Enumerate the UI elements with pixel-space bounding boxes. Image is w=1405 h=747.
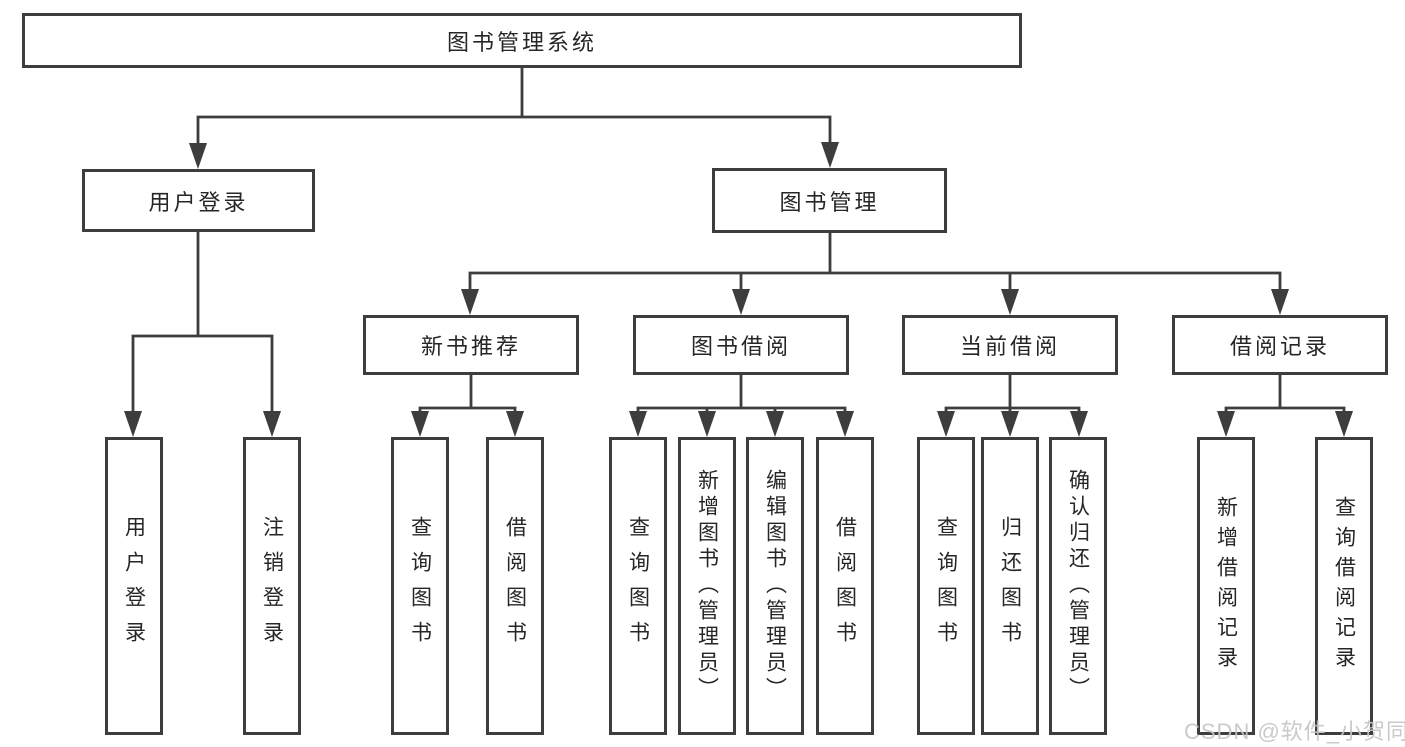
node-book-borrowing: 图书借阅 <box>633 315 849 375</box>
node-query-books-recommend: 查询图书 <box>391 437 449 735</box>
node-user-login: 用户登录 <box>105 437 163 735</box>
node-add-book-admin: 新增图书（管理员） <box>678 437 736 735</box>
node-borrow-books-borrowing: 借阅图书 <box>816 437 874 735</box>
node-current-borrowing: 当前借阅 <box>902 315 1118 375</box>
node-edit-book-admin: 编辑图书（管理员） <box>746 437 804 735</box>
node-confirm-return-admin: 确认归还（管理员） <box>1049 437 1107 735</box>
node-user-login-branch: 用户登录 <box>82 169 315 232</box>
node-return-book: 归还图书 <box>981 437 1039 735</box>
node-book-management: 图书管理 <box>712 168 947 233</box>
node-query-books-current: 查询图书 <box>917 437 975 735</box>
node-library-management-system: 图书管理系统 <box>22 13 1022 68</box>
node-logout: 注销登录 <box>243 437 301 735</box>
node-query-borrow-record: 查询借阅记录 <box>1315 437 1373 735</box>
node-add-borrow-record: 新增借阅记录 <box>1197 437 1255 735</box>
node-borrowing-records: 借阅记录 <box>1172 315 1388 375</box>
watermark: CSDN @软件_小贺同学 <box>1184 719 1405 744</box>
node-borrow-books-recommend: 借阅图书 <box>486 437 544 735</box>
node-new-book-recommendation: 新书推荐 <box>363 315 579 375</box>
node-query-books-borrowing: 查询图书 <box>609 437 667 735</box>
